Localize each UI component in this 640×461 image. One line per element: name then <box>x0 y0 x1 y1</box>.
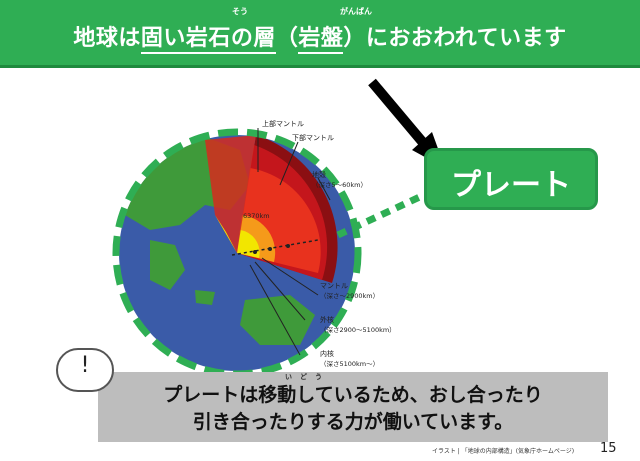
page-number: 15 <box>600 441 617 456</box>
title-part2: （ <box>275 26 299 51</box>
label-lower-mantle: 下部マントル <box>292 133 334 142</box>
label-mantle-depth: （深さ〜2900km） <box>320 291 379 300</box>
callout-line2: 引き合ったりする力が働いています。 <box>192 411 514 433</box>
title-part3: ）におおわれています <box>343 26 567 51</box>
exclamation-mark: ! <box>80 353 90 378</box>
title-underlined-rock-layer: 固い岩石の層 <box>140 26 276 54</box>
callout-text: プレートは移動しているため、おし合ったり 引き合ったりする力が働いています。 <box>98 382 608 436</box>
earth-structure-diagram: 上部マントル 下部マントル 地殻 （深さ5〜60km） 6370km マントル … <box>112 78 445 378</box>
label-inner-core-depth: （深さ5100km〜） <box>320 359 379 368</box>
image-credit: イラスト | 「地球の内部構造」(気象庁ホームページ) <box>432 448 575 455</box>
exclamation-bubble-icon <box>56 348 114 392</box>
label-inner-core: 内核 <box>320 349 334 358</box>
title-banner <box>0 0 640 68</box>
label-outer-core-depth: （深さ2900〜5100km） <box>320 325 396 334</box>
ruby-sou: そう <box>232 7 248 16</box>
label-upper-mantle: 上部マントル <box>262 119 304 128</box>
title-underlined-bedrock: 岩盤 <box>298 26 344 54</box>
ruby-idou: いどう <box>285 373 330 381</box>
label-mantle: マントル <box>320 282 348 290</box>
title-part1: 地球は <box>73 26 141 51</box>
callout-box <box>98 372 608 442</box>
plate-label: プレート <box>451 168 571 203</box>
plate-label-box <box>424 148 598 210</box>
cut-face <box>205 135 256 253</box>
label-crust-depth: （深さ5〜60km） <box>312 180 367 189</box>
page-title: 地球は固い岩石の層（岩盤）におおわれています <box>0 20 640 54</box>
leader-lines <box>249 128 331 356</box>
arrow-shaft <box>368 78 429 149</box>
radius-line <box>231 239 319 256</box>
label-outer-core: 外核 <box>320 315 334 324</box>
label-crust: 地殻 <box>312 170 326 179</box>
ruby-ganban: がんばん <box>340 7 372 16</box>
label-radius: 6370km <box>243 212 270 220</box>
callout-line1: プレートは移動しているため、おし合ったり <box>163 384 543 406</box>
